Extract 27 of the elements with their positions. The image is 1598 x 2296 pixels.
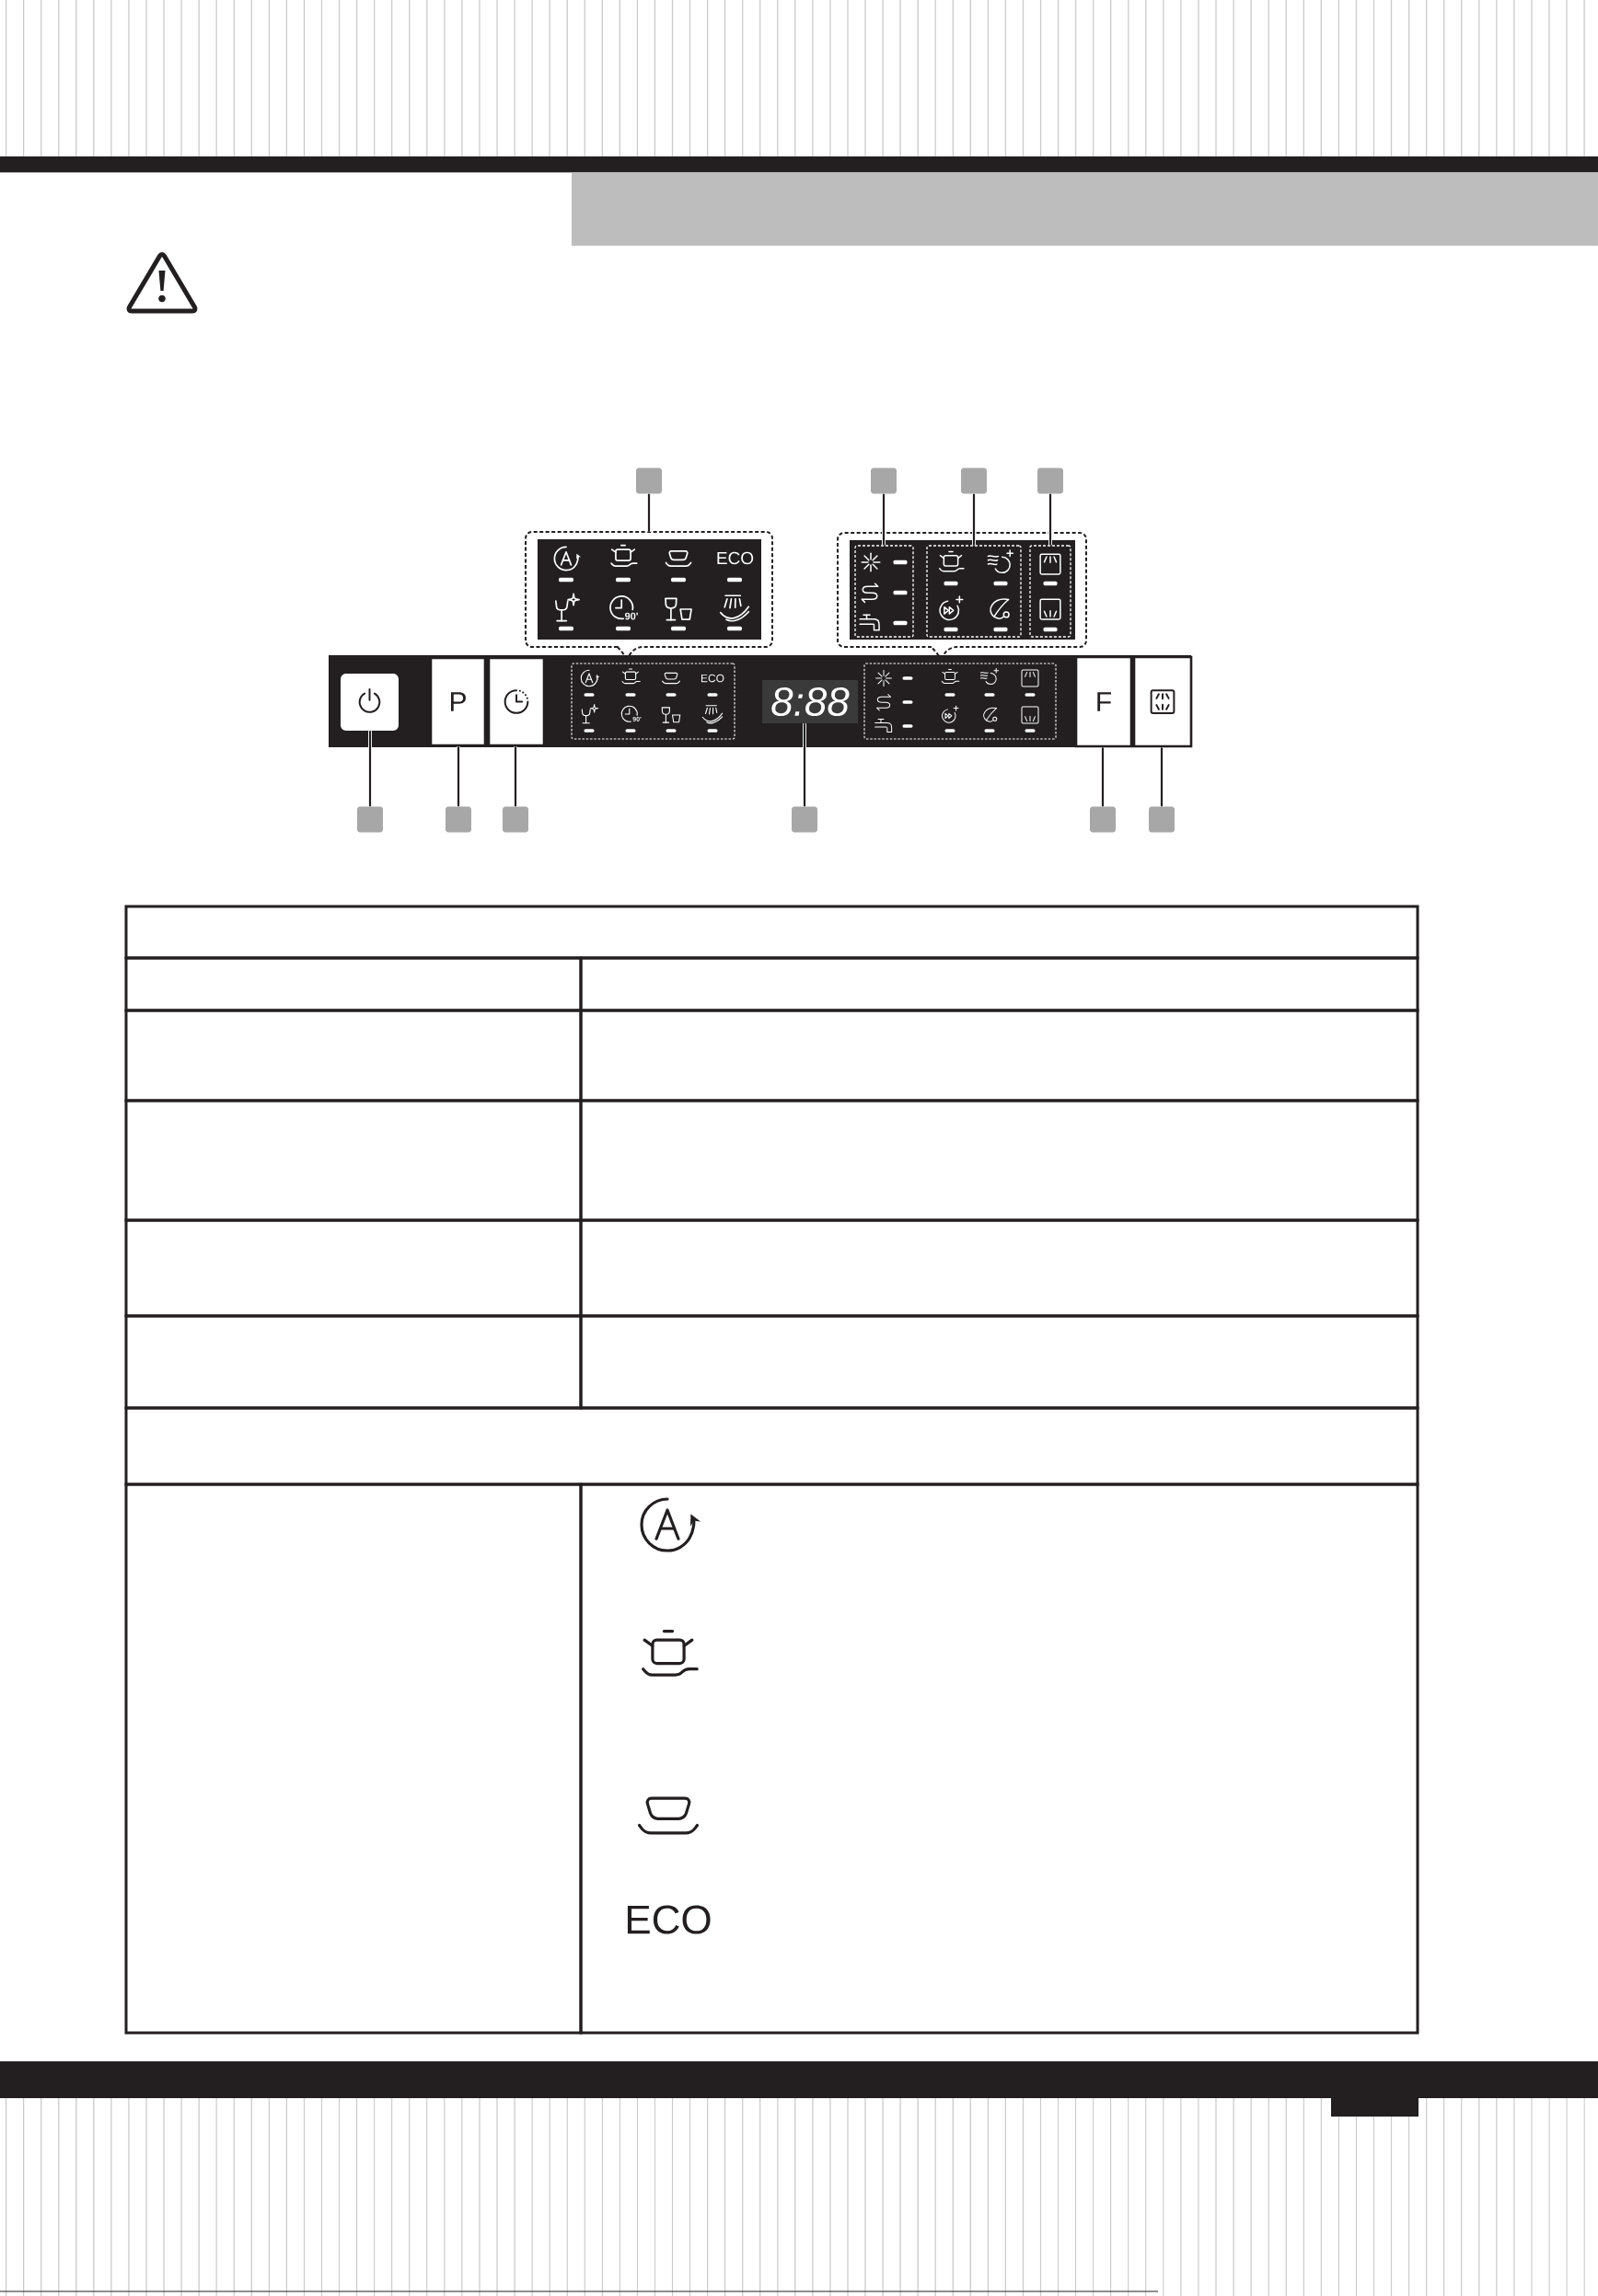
leader-line [1101, 747, 1105, 807]
callout-marker [636, 467, 662, 494]
leader-line [803, 723, 806, 807]
callout-marker [961, 467, 987, 494]
callout-marker [1149, 806, 1175, 833]
leader-line [368, 731, 372, 807]
leader-line [457, 746, 460, 807]
callout-marker [871, 467, 897, 494]
callout-marker [503, 806, 528, 833]
leader-line [1160, 747, 1164, 807]
button: F [1074, 655, 1133, 748]
leader-line [882, 493, 886, 546]
icon-label: 90' [624, 612, 638, 620]
leader-line [647, 493, 651, 532]
leader-line [514, 746, 517, 807]
indicator-label: ECO [701, 674, 724, 683]
callout-marker [1037, 467, 1063, 494]
callout-marker [1090, 806, 1116, 833]
cell-label: ECO [627, 1905, 711, 1934]
callout-marker [357, 806, 383, 833]
digital-display: 8:88 [762, 680, 858, 723]
leader-line [1048, 493, 1052, 546]
callout-marker [792, 806, 817, 833]
callout-marker [446, 806, 471, 833]
indicator-label: ECO [717, 551, 754, 565]
leader-line [972, 493, 976, 546]
button: P [429, 656, 487, 747]
